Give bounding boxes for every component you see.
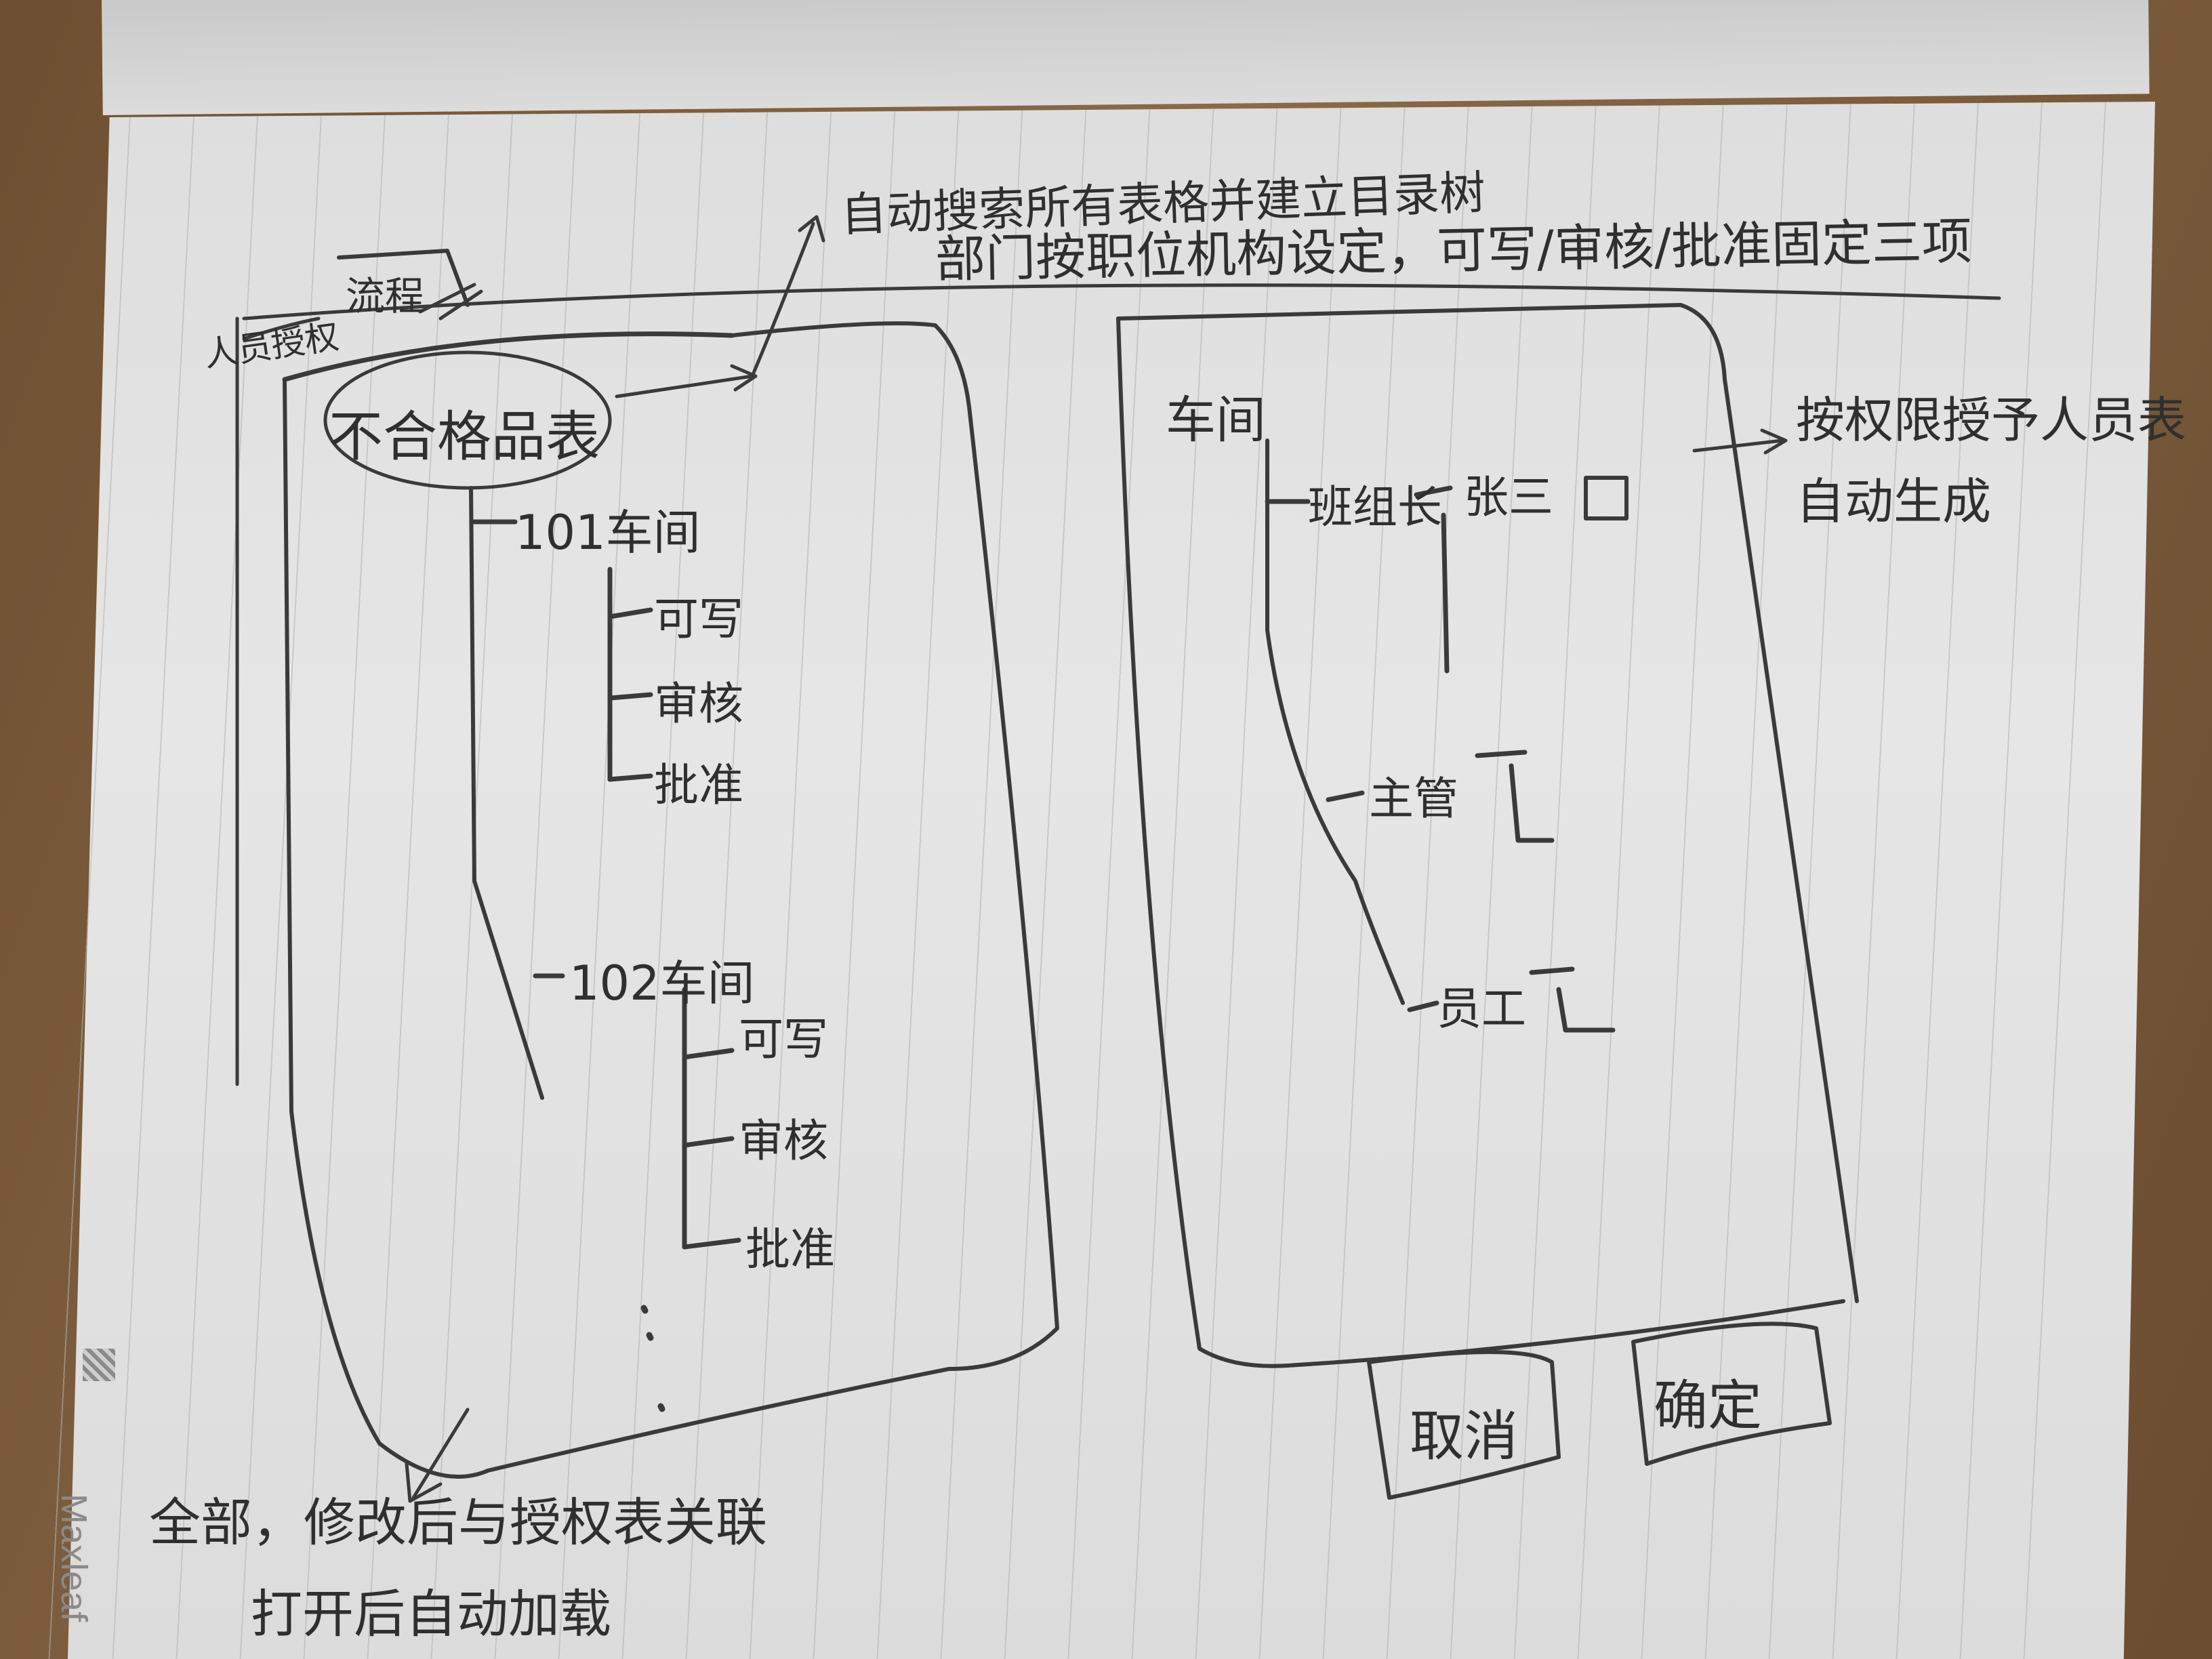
branch2-child-write[interactable]: 可写 (739, 1013, 828, 1065)
right-root-label[interactable]: 车间 (1166, 391, 1266, 449)
right-window-left (1116, 316, 1845, 1368)
right-window-right (1116, 303, 1859, 1303)
root-label[interactable]: 不合格品表 (329, 405, 600, 468)
right-node-zhangsan[interactable]: 张三 (1464, 471, 1553, 523)
brand-wordmark: Maxleaf (54, 1494, 94, 1622)
cancel-button-outline (1367, 1350, 1561, 1500)
front-tab-outline (337, 249, 470, 307)
branch1-label[interactable]: 101车间 (515, 505, 701, 560)
left-window-right (486, 321, 1059, 1473)
branch2-child-review[interactable]: 审核 (739, 1115, 828, 1167)
right-node-staff[interactable]: 员工 (1437, 983, 1526, 1035)
branch1-child-review[interactable]: 审核 (654, 678, 743, 730)
cancel-button[interactable]: 取消 (1410, 1405, 1518, 1468)
left-window-left (283, 377, 490, 1479)
checkbox-icon (1584, 476, 1629, 520)
branch2-label[interactable]: 102车间 (569, 956, 755, 1011)
tree-trunk (469, 486, 544, 1100)
brand-logo-icon (83, 1349, 115, 1381)
confirm-button-outline (1631, 1322, 1832, 1466)
right-tree-trunk (1265, 438, 1405, 1005)
header-underline (242, 283, 2001, 321)
branch1-child-write[interactable]: 可写 (654, 593, 743, 645)
root-highlight (323, 350, 612, 490)
confirm-button[interactable]: 确定 (1654, 1374, 1762, 1437)
right-node-supervisor[interactable]: 主管 (1369, 773, 1458, 825)
branch1-child-approve[interactable]: 批准 (654, 759, 743, 811)
note-right: 按权限授予人员表自动生成 (1796, 392, 2187, 530)
note-bottom-line2: 打开后自动加载 (251, 1584, 611, 1644)
note-bottom-line1: 全部，修改后与授权表关联 (149, 1492, 767, 1553)
branch2-child-approve[interactable]: 批准 (745, 1223, 835, 1275)
tab-front-label[interactable]: 流程 (346, 273, 425, 319)
right-node-team-leader[interactable]: 班组长 (1308, 481, 1442, 533)
left-window-top (282, 331, 735, 382)
